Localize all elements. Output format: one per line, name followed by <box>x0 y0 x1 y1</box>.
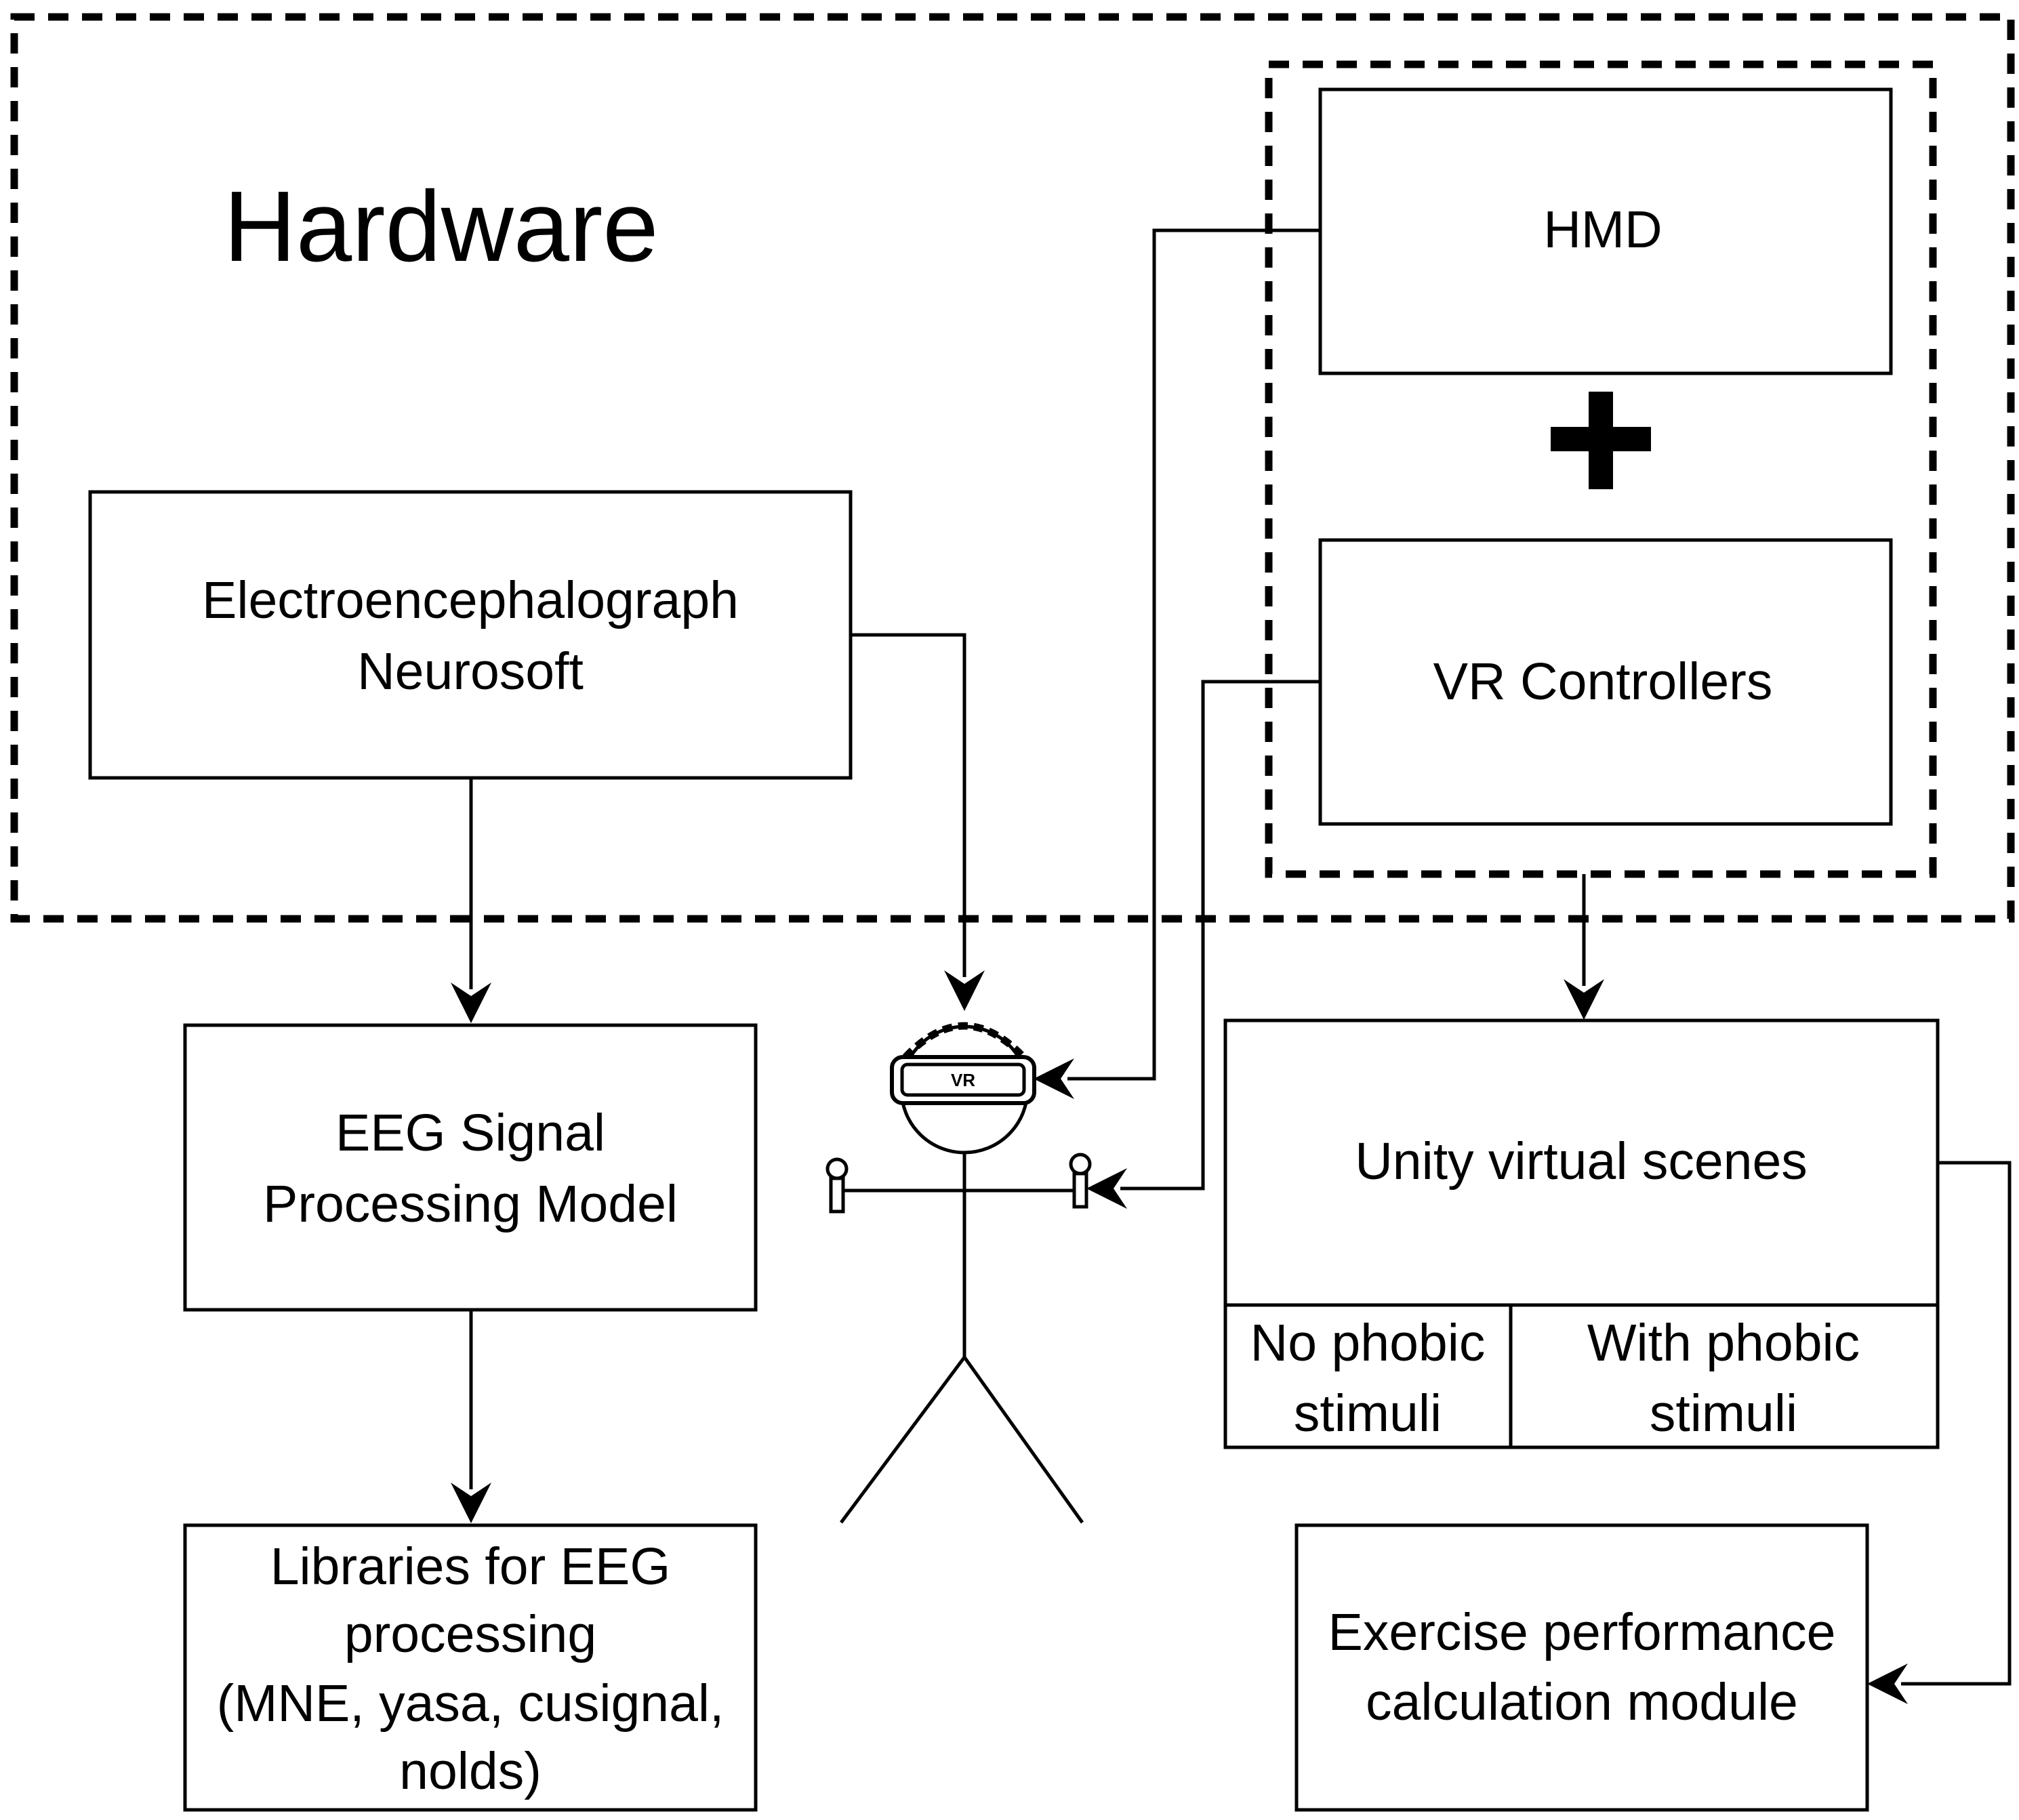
with-phobic-label-line1: With phobic <box>1587 1314 1860 1372</box>
arrow-hmd-to-headset <box>1067 228 1320 1081</box>
unity-scenes-box <box>1223 1018 1940 1449</box>
hmd-box <box>1318 87 1893 375</box>
arrow-controllers-to-hand <box>1120 680 1320 1191</box>
eeg-device-box <box>88 490 853 780</box>
left-controller-knob <box>825 1157 849 1180</box>
exercise-module-node: Exercise performance calculation module <box>1294 1523 1869 1812</box>
no-phobic-label-line1: No phobic <box>1250 1314 1486 1372</box>
hmd-node: HMD <box>1318 87 1893 375</box>
arrow-unity-to-exercise <box>1901 1161 2012 1686</box>
eeg-device-node: Electroencephalograph Neurosoft <box>88 490 853 780</box>
hmd-label: HMD <box>1543 201 1662 259</box>
eeg-device-label-line2: Neurosoft <box>357 642 584 701</box>
headset-inner <box>900 1062 1026 1097</box>
arrowhead-hmd-to-headset <box>1034 1058 1074 1099</box>
with-phobic-label-line2: stimuli <box>1650 1384 1797 1443</box>
plus-icon <box>1551 392 1651 489</box>
signal-model-label-line2: Processing Model <box>263 1175 678 1233</box>
libraries-label-line4: nolds) <box>399 1742 542 1800</box>
vr-devices-boundary <box>1265 60 1937 878</box>
right-controller-grip <box>1072 1172 1088 1209</box>
arrowhead-eeg-to-model <box>451 983 491 1023</box>
user-right-leg <box>962 1356 1084 1524</box>
connectors <box>451 228 2012 1704</box>
libraries-label-line3: (MNE, yasa, cusignal, <box>217 1674 725 1733</box>
eeg-device-label-line1: Electroencephalograph <box>202 571 739 629</box>
unity-scenes-label: Unity virtual scenes <box>1355 1132 1808 1191</box>
libraries-label-line2: processing <box>344 1605 596 1663</box>
unity-scenes-node: Unity virtual scenes No phobic stimuli W… <box>1223 1018 1940 1449</box>
libraries-label-line1: Libraries for EEG <box>270 1537 671 1596</box>
arrowhead-unity-to-exercise <box>1867 1663 1908 1704</box>
vr-controllers-node: VR Controllers <box>1318 538 1893 826</box>
arrowhead-controllers-to-hand <box>1086 1168 1127 1209</box>
signal-model-box <box>183 1023 758 1312</box>
vr-user-figure: VR <box>825 1022 1092 1524</box>
vr-controllers-label: VR Controllers <box>1433 653 1773 711</box>
no-phobic-label-line2: stimuli <box>1294 1384 1442 1443</box>
signal-model-node: EEG Signal Processing Model <box>183 1023 758 1312</box>
arrow-eeg-to-user <box>851 633 966 977</box>
libraries-node: Libraries for EEG processing (MNE, yasa,… <box>183 1523 758 1812</box>
headset-tag: VR <box>951 1070 975 1090</box>
arrowhead-eeg-to-user <box>944 970 985 1011</box>
hardware-group: Hardware <box>10 13 2015 923</box>
plus-icon-vertical <box>1589 392 1613 489</box>
left-controller-grip <box>829 1176 845 1214</box>
arrowhead-model-to-libraries <box>451 1483 491 1523</box>
exercise-module-label-line1: Exercise performance <box>1328 1603 1836 1661</box>
exercise-module-box <box>1294 1523 1869 1812</box>
exercise-module-label-line2: calculation module <box>1366 1673 1798 1731</box>
user-left-leg <box>839 1356 966 1524</box>
libraries-box <box>183 1523 758 1812</box>
arrowhead-vr-to-unity <box>1564 979 1604 1020</box>
headset-strap <box>903 1022 1026 1060</box>
right-controller-knob <box>1069 1153 1092 1176</box>
signal-model-label-line1: EEG Signal <box>335 1104 605 1162</box>
hardware-boundary <box>10 13 2015 923</box>
vr-controllers-box <box>1318 538 1893 826</box>
hardware-title: Hardware <box>224 171 659 283</box>
